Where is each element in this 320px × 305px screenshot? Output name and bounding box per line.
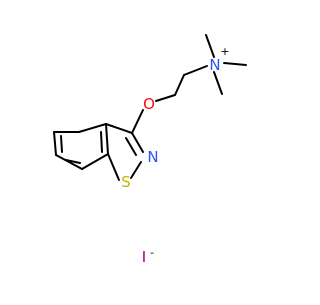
ring-nitrogen-label: N: [147, 148, 158, 166]
structure-drawing: O N S N + I -: [53, 34, 247, 266]
methyl-groups: [205, 34, 247, 95]
bond-c4-c7a: [105, 123, 109, 155]
bond-ch2-ch2: [174, 74, 185, 96]
bond-ch2-n: [183, 65, 208, 76]
bond-c3a-c3: [105, 123, 133, 134]
bond-c7a-c7: [81, 153, 109, 170]
bond-o-ch2: [155, 94, 176, 102]
double-bond-c3-n: [125, 137, 137, 156]
bond-c7-c6: [55, 154, 83, 170]
bond-c6-c5: [53, 131, 57, 156]
methyl-bond-right: [223, 62, 247, 66]
sulfur-label: S: [121, 173, 131, 191]
benzene-ring: [53, 123, 109, 170]
iodide-charge: -: [150, 246, 154, 259]
bond-c3a-c4: [78, 123, 107, 133]
ammonium-charge: +: [220, 45, 229, 58]
methyl-bond-top: [205, 34, 215, 58]
isothiazole-ring: [105, 123, 144, 181]
double-bond-inner-1: [100, 131, 103, 153]
bond-n-s: [130, 161, 142, 179]
oxygen-label: O: [143, 95, 155, 113]
bond-s-c7a: [107, 153, 120, 181]
ammonium-nitrogen-label: N: [209, 56, 220, 74]
alkoxy-chain: [131, 65, 208, 134]
double-bond-inner-2: [60, 135, 63, 153]
double-bond-inner-3: [65, 159, 81, 164]
iodide-label: I: [142, 248, 146, 266]
methyl-bond-bottom: [213, 71, 223, 95]
bond-c3-o: [131, 109, 144, 134]
molecule-canvas: O N S N + I -: [53, 34, 247, 266]
bond-c3-n: [131, 132, 144, 153]
